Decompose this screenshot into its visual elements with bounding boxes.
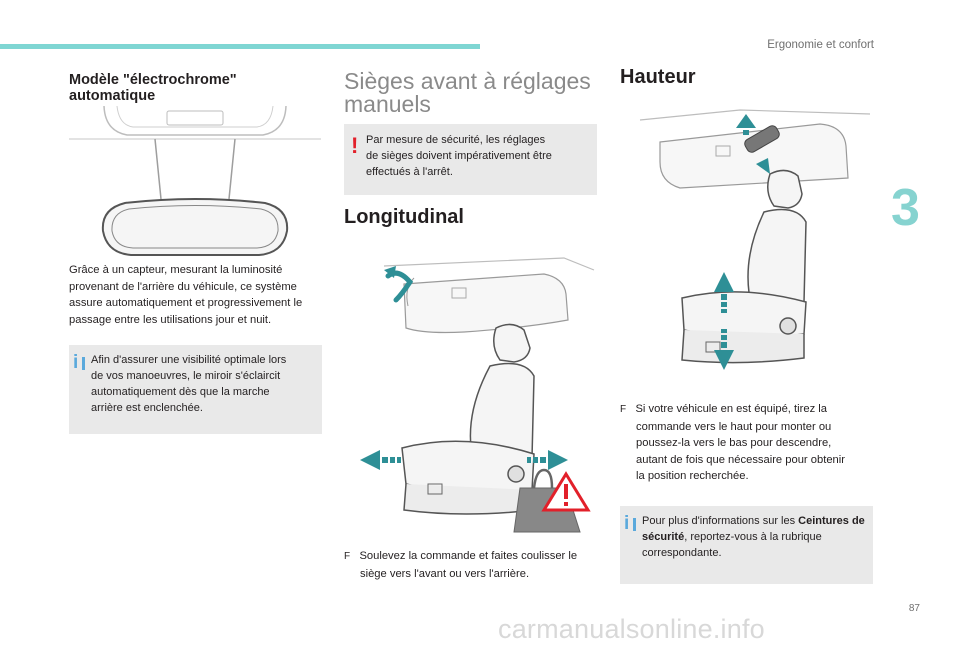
info-icon: i xyxy=(73,352,79,373)
info-box-text: Pour plus d'informations sur les Ceintur… xyxy=(642,513,870,561)
info-line: de vos manoeuvres, le miroir s'éclaircit xyxy=(91,370,281,382)
info-icon-bar xyxy=(82,357,85,370)
height-seat-illustration xyxy=(639,109,871,370)
step-text-line: autant de fois que nécessaire pour obten… xyxy=(636,453,845,466)
step-bullet: F xyxy=(344,551,351,562)
body-line: assure automatiquement et progressivemen… xyxy=(69,297,303,309)
step-text-line: la position recherchée. xyxy=(636,470,749,482)
warning-line: Par mesure de sécurité, les réglages xyxy=(366,134,546,146)
warning-box-text: Par mesure de sécurité, les réglages de … xyxy=(366,132,591,180)
body-line: provenant de l'arrière du véhicule, ce s… xyxy=(69,280,297,293)
longitudinal-step: F Soulevez la commande et faites couliss… xyxy=(344,548,600,582)
section-heading-electrochrome: Modèle "électrochrome" automatique xyxy=(69,72,237,104)
chapter-title: Ergonomie et confort xyxy=(767,39,874,51)
info-box-seatbelts xyxy=(620,506,873,584)
warning-icon: ! xyxy=(351,133,359,158)
info-line: automatiquement dès que la marche xyxy=(91,386,270,398)
step-text-line2: siège vers l'avant ou vers l'arrière. xyxy=(360,567,530,580)
info-box-text: Afin d'assurer une visibilité optimale l… xyxy=(91,352,316,416)
warning-line: effectués à l'arrêt. xyxy=(366,166,453,178)
step-bullet: F xyxy=(620,404,627,415)
info-text-post: , reportez-vous à la rubrique correspond… xyxy=(642,531,822,559)
section-title-line2: manuels xyxy=(344,91,431,117)
step-text-line: Si votre véhicule en est équipé, tirez l… xyxy=(635,403,827,415)
warning-line: de sièges doivent impérativement être xyxy=(366,150,552,162)
info-text-pre: Pour plus d'informations sur les xyxy=(642,515,799,527)
section-title-line1: Sièges avant à réglages xyxy=(344,68,591,94)
body-line: Grâce à un capteur, mesurant la luminosi… xyxy=(69,264,283,276)
chapter-number: 3 xyxy=(891,179,920,237)
body-line: passage entre les utilisations jour et n… xyxy=(69,313,272,326)
info-box-mirror xyxy=(69,345,322,434)
step-text-line1: Soulevez la commande et faites coulisser… xyxy=(359,550,578,562)
step-text-line: commande vers le haut pour monter ou xyxy=(636,420,832,433)
watermark: carmanualsonline.info xyxy=(498,614,765,644)
warning-box xyxy=(344,124,597,195)
longitudinal-seat-illustration xyxy=(360,257,595,533)
height-step: F Si votre véhicule en est équipé, tirez… xyxy=(620,401,880,485)
page-number: 87 xyxy=(908,603,920,614)
subheading-longitudinal: Longitudinal xyxy=(344,206,464,228)
accent-bar xyxy=(0,44,480,49)
seatbelts-link-text: Ceintures de sécurité xyxy=(642,515,865,543)
electrochrome-description: Grâce à un capteur, mesurant la luminosi… xyxy=(69,262,325,328)
info-line: arrière est enclenchée. xyxy=(91,402,203,414)
subheading-height: Hauteur xyxy=(620,66,696,88)
info-icon-bar xyxy=(633,518,636,531)
rear-mirror-illustration xyxy=(69,105,321,256)
info-icon: i xyxy=(624,513,630,534)
step-text-line: poussez-la vers le bas pour descendre, xyxy=(636,437,832,449)
info-line: Afin d'assurer une visibilité optimale l… xyxy=(91,354,287,366)
